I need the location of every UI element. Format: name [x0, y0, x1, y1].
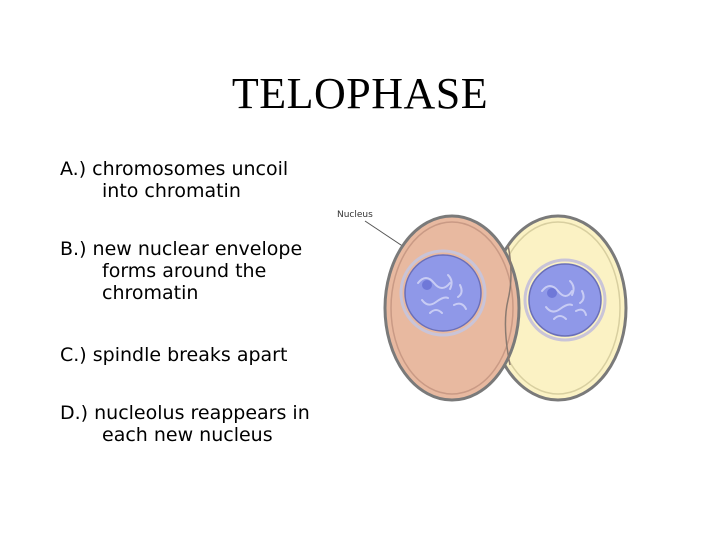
right-nucleus-envelope — [523, 258, 607, 342]
left-nucleus-envelope — [399, 249, 487, 337]
right-nucleus — [528, 263, 602, 337]
right-nucleolus — [547, 288, 557, 298]
item-a-line-2: into chromatin — [102, 180, 241, 202]
item-d-line-1: D.) nucleolus reappears in — [60, 402, 310, 424]
item-a-line-1: A.) chromosomes uncoil — [60, 158, 289, 180]
right-chromatin — [541, 280, 587, 320]
item-b-line-2: forms around the — [102, 260, 267, 282]
item-b-line-1: B.) new nuclear envelope — [60, 238, 303, 260]
list-item-c: C.) spindle breaks apart — [60, 344, 360, 366]
item-c-line-1: C.) spindle breaks apart — [60, 344, 288, 366]
list-item-a: A.) chromosomes uncoil into chromatin — [60, 158, 360, 202]
left-nucleus — [404, 254, 482, 332]
nucleus-label: Nucleus — [337, 210, 373, 220]
telophase-cell-diagram — [364, 214, 628, 402]
item-d-line-2: each new nucleus — [102, 424, 273, 446]
cleavage-furrow — [504, 244, 512, 366]
left-cell-inner-edge — [390, 221, 514, 395]
list-item-d: D.) nucleolus reappears in each new nucl… — [60, 402, 360, 446]
left-nucleolus — [422, 280, 432, 290]
slide-title: TELOPHASE — [231, 69, 489, 118]
left-chromatin — [417, 274, 467, 314]
item-b-line-3: chromatin — [102, 282, 199, 304]
list-item-b: B.) new nuclear envelope forms around th… — [60, 238, 360, 304]
